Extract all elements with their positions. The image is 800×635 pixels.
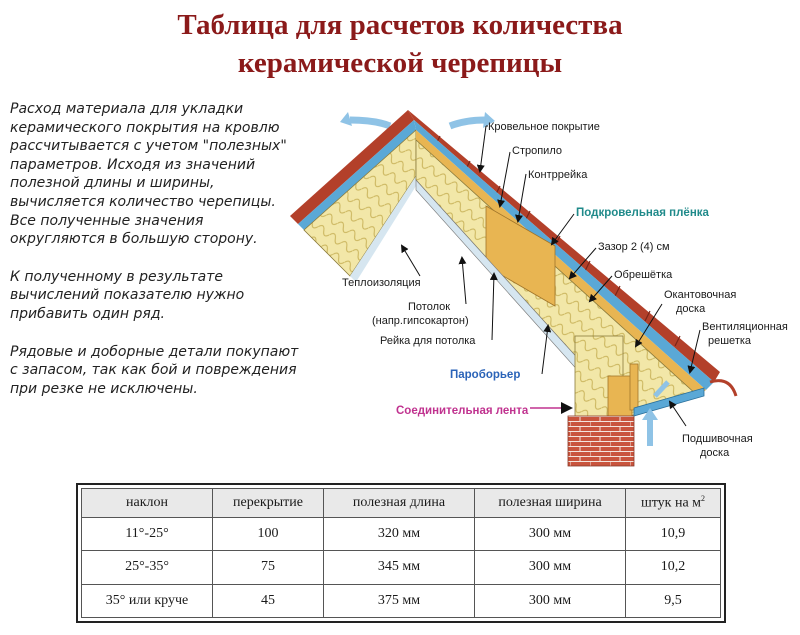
label-ceiling-1: Потолок (408, 301, 450, 313)
intro-paragraph-1: Расход материала для укладки керамическо… (10, 101, 287, 248)
label-rafter: Стропило (512, 145, 562, 157)
ridge-vent-arrow-left (349, 116, 392, 130)
table-header-row: наклон перекрытие полезная длина полезна… (81, 488, 721, 518)
cell-useful-width: 300 мм (474, 516, 626, 552)
left-slope-film (298, 120, 416, 230)
label-ceiling-2: (напр.гипсокартон) (372, 315, 469, 327)
header-overlap: перекрытие (212, 488, 324, 518)
label-roof-cover: Кровельное покрытие (488, 121, 600, 133)
cell-useful-length: 345 мм (323, 550, 475, 585)
cell-slope: 25°-35° (81, 550, 213, 585)
gutter (709, 379, 738, 397)
label-underlay-film: Подкровельная плёнка (576, 207, 710, 219)
cell-pieces: 10,9 (625, 516, 721, 552)
right-slope-counter-batten (416, 130, 706, 396)
cell-useful-length: 375 мм (323, 583, 475, 619)
header-pieces-per-m2: штук на м2 (625, 488, 721, 518)
cell-overlap: 45 (212, 583, 324, 619)
roof-cross-section-diagram: Кровельное покрытие Стропило Контррейка … (290, 110, 788, 467)
title-line-2: керамической черепицы (237, 47, 563, 79)
right-slope-tiles (408, 110, 720, 382)
label-gap: Зазор 2 (4) см (598, 241, 670, 253)
left-slope-inner (350, 176, 416, 282)
label-vent-grid-1: Вентиляционная (702, 321, 788, 333)
label-insulation: Теплоизоляция (342, 277, 421, 289)
cell-useful-length: 320 мм (323, 516, 475, 552)
wall-brick (567, 415, 635, 467)
cell-useful-width: 300 мм (474, 550, 626, 585)
cell-slope: 35° или круче (81, 583, 213, 619)
ridge-vent-arrow-right (448, 116, 486, 130)
label-soffit-1: Подшивочная (682, 433, 753, 445)
table-row: 11°-25° 100 320 мм 300 мм 10,9 (81, 516, 721, 552)
right-slope-film (414, 120, 714, 390)
eaves-board (629, 363, 639, 411)
table: наклон перекрытие полезная длина полезна… (81, 488, 721, 619)
intro-text: Расход материала для укладки керамическо… (10, 100, 300, 417)
tile-calculation-table: наклон перекрытие полезная длина полезна… (76, 483, 726, 623)
intro-paragraph-2: К полученному в результате вычислений по… (10, 268, 245, 322)
rafter (485, 205, 556, 307)
label-vent-grid-2: решетка (708, 335, 752, 347)
label-battens: Обрешётка (614, 269, 673, 281)
header-useful-width: полезная ширина (474, 488, 626, 518)
table-row: 35° или круче 45 375 мм 300 мм 9,5 (81, 583, 721, 619)
header-slope: наклон (81, 488, 213, 518)
title-line-1: Таблица для расчетов количества (177, 9, 623, 41)
label-eaves-board-1: Окантовочная (664, 289, 736, 301)
cell-slope: 11°-25° (81, 516, 213, 552)
cell-overlap: 75 (212, 550, 324, 585)
cell-overlap: 100 (212, 516, 324, 552)
cell-pieces: 9,5 (625, 583, 721, 619)
intro-paragraph-3: Рядовые и доборные детали покупают с зап… (10, 343, 299, 397)
table-row: 25°-35° 75 345 мм 300 мм 10,2 (81, 550, 721, 585)
header-pieces-sup: 2 (701, 494, 706, 504)
left-slope-tiles (290, 110, 414, 224)
label-counter-batten: Контррейка (528, 169, 588, 181)
label-vapor-barrier: Пароборьер (450, 369, 520, 381)
label-soffit-2: доска (700, 447, 730, 459)
label-eaves-board-2: доска (676, 303, 706, 315)
page-title: Таблица для расчетов количества керамиче… (0, 6, 800, 82)
header-pieces-label: штук на м (640, 495, 702, 511)
label-connecting-tape: Соединительная лента (396, 405, 529, 417)
cell-pieces: 10,2 (625, 550, 721, 585)
cell-useful-width: 300 мм (474, 583, 626, 619)
header-useful-length: полезная длина (323, 488, 475, 518)
label-ceiling-rail: Рейка для потолка (380, 335, 476, 347)
